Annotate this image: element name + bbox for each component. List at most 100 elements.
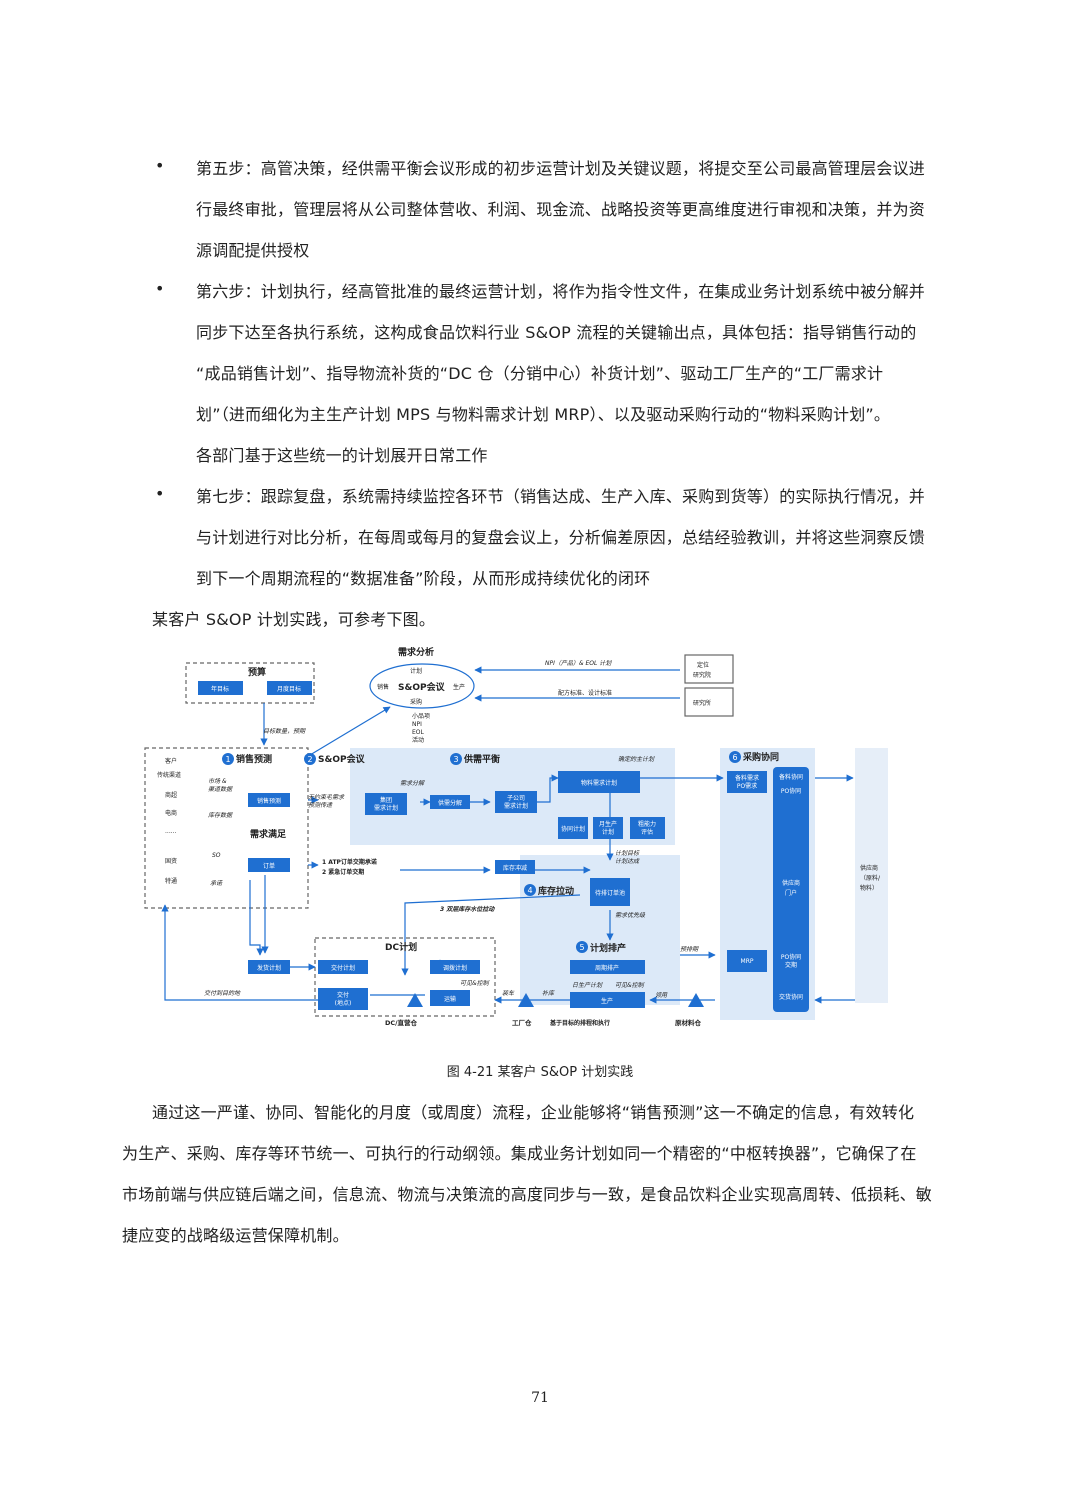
material-req-2: PO需求 <box>737 782 757 790</box>
monthly-prod-1: 月生产 <box>599 820 617 828</box>
customer-item-5: 国资 <box>165 857 177 865</box>
sop-bottom: 采购 <box>410 698 422 706</box>
inv-buffer-node <box>495 860 535 874</box>
stage-2-num: 2 <box>307 755 312 764</box>
delivery-place-1: 交付 <box>337 991 349 999</box>
three-level: 3 双层库存水位拉动 <box>440 905 495 913</box>
sales-forecast-text: 销售预测 <box>257 797 281 805</box>
transport-text: 运输 <box>444 995 456 1003</box>
dc-plan-box <box>314 937 496 1017</box>
supplier-3: 物料） <box>860 884 878 892</box>
delivery-place-node <box>318 988 368 1010</box>
delivery-collab: 交货协同 <box>779 993 803 1001</box>
stage-6-badge <box>729 751 741 763</box>
sales-forecast-node <box>248 793 290 807</box>
loading-label: 装车 <box>502 989 515 997</box>
dc-warehouse-icon <box>407 993 423 1007</box>
order-node <box>248 858 290 872</box>
inv-buffer-text: 库存冲减 <box>503 864 527 872</box>
raw-warehouse-label: 原材料仓 <box>675 1018 702 1027</box>
supplier-portal-2: 门户 <box>785 889 797 897</box>
collab-plan-text: 协同计划 <box>561 825 585 833</box>
figure-intro: 某客户 S&OP 计划实践，可参考下图。 <box>152 610 436 629</box>
production-text: 生产 <box>601 997 613 1005</box>
step6-line-1: 第六步：计划执行，经高管批准的最终运营计划，将作为指令性文件，在集成业务计划系统… <box>196 282 926 301</box>
sop-right: 生产 <box>453 683 465 691</box>
sop-bullet-2: NPI <box>412 721 422 728</box>
delivery-plan-text: 交付计划 <box>331 964 355 972</box>
customer-item-1: 传统渠道 <box>157 771 181 779</box>
step6-line-2: 同步下达至各执行系统，这构成食品饮料行业 S&OP 流程的关键输出点，具体包括：… <box>196 323 917 342</box>
closing-line-2: 为生产、采购、库存等环节统一、可执行的行动纲领。集成业务计划如同一个精密的“中枢… <box>122 1144 917 1163</box>
mrp-node <box>727 950 767 972</box>
stage-3-label: 供需平衡 <box>463 753 500 765</box>
sop-left: 销售 <box>377 683 389 691</box>
period-schedule-text: 周期排产 <box>595 964 619 972</box>
closing-line-1: 通过这一严谨、协同、智能化的月度（或周度）流程，企业能够将“销售预测”这一不确定… <box>152 1103 915 1122</box>
customer-item-3: 电商 <box>165 809 177 817</box>
stage-4-num: 4 <box>527 886 532 895</box>
based-on-goal: 基于目标的排程和执行 <box>549 1019 610 1027</box>
stage-1-badge <box>222 753 234 765</box>
closing-line-3: 市场前端与供应链后端之间，信息流、物流与决策流的高度同步与一致，是食品饮料企业实… <box>122 1185 933 1204</box>
monthly-target-box <box>267 681 312 695</box>
sub-demand-1: 子公司 <box>507 795 525 802</box>
stage-2-label: S&OP会议 <box>318 753 366 765</box>
issue-label: 领用 <box>655 991 668 999</box>
dispatch-plan-node <box>248 960 290 974</box>
supplier-2: （原料/ <box>860 874 881 882</box>
capacity-node <box>630 817 665 839</box>
factory-warehouse-icon <box>518 993 534 1007</box>
monthly-target: 月度目标 <box>277 685 301 693</box>
order-text: 订单 <box>263 862 275 870</box>
deliver-dest: 交付到目的地 <box>204 989 241 997</box>
step6-line-4: 划”（进而细化为主生产计划 MPS 与物料需求计划 MRP）、以及驱动采购行动的… <box>196 405 891 424</box>
capacity-2: 评估 <box>641 828 653 836</box>
unconstrained-2: 预测传递 <box>308 801 333 809</box>
dc-plan-title: DC计划 <box>385 941 417 953</box>
demand-satisfy: 需求满足 <box>250 828 287 840</box>
group-demand-2: 需求计划 <box>374 804 398 812</box>
customer-item-2: 商超 <box>165 791 177 799</box>
bullet-dot: • <box>155 484 165 503</box>
positioning-box <box>684 654 734 684</box>
replenish-label: 补库 <box>542 989 555 997</box>
sub-demand-node <box>495 791 537 813</box>
stage-1-label: 销售预测 <box>236 753 272 765</box>
supplier-portal-bar <box>773 767 809 1012</box>
demand-split: 需求分解 <box>400 779 425 787</box>
sub-demand-2: 需求计划 <box>504 802 528 810</box>
inventory-data: 库存数据 <box>208 811 233 819</box>
panel-supplier <box>855 748 888 1003</box>
bullet-dot: • <box>155 279 165 298</box>
stage-1-num: 1 <box>225 755 230 764</box>
factory-warehouse-label: 工厂仓 <box>512 1018 532 1027</box>
sop-top: 计划 <box>410 667 422 675</box>
customer-item-4: ...... <box>165 828 177 835</box>
demand-analysis: 需求分析 <box>398 646 434 658</box>
budget-note: 目标数量，预期 <box>263 727 306 735</box>
transport-node <box>430 990 470 1006</box>
atp-label: 1 ATP订单交期承诺 <box>322 858 377 866</box>
daily-plan: 日生产计划 <box>572 981 603 989</box>
supplier-1: 供应商 <box>860 864 878 872</box>
step7-line-1: 第七步：跟踪复盘，系统需持续监控各环节（销售达成、生产入库、采购到货等）的实际执… <box>196 487 926 506</box>
positioning-line-2: 研究院 <box>693 671 711 679</box>
stage-6-label: 采购协同 <box>742 751 779 763</box>
positioning-line-1: 定位 <box>697 661 709 669</box>
sop-process-diagram: 1 2 3 4 5 6 预算 需求分析 S&OP会议 销售预测 S&OP会议 供… <box>144 646 888 1027</box>
material-req-node <box>727 771 767 793</box>
so-label: SO <box>212 852 221 859</box>
stage-4-badge <box>524 884 536 896</box>
customer-item-6: 特通 <box>165 877 177 885</box>
material-req-1: 备料需求 <box>735 774 759 782</box>
stage-4-label: 库存拉动 <box>538 885 574 897</box>
stage-3-num: 3 <box>453 755 458 764</box>
stage-5-label: 计划排产 <box>590 942 626 954</box>
unconstrained-1: 无约束毛需求 <box>308 793 345 801</box>
sop-bullet-1: 小品项 <box>412 712 430 720</box>
po-delivery-2: 交期 <box>785 961 797 969</box>
sop-cloud <box>369 663 475 709</box>
dispatch-plan-text: 发货计划 <box>257 964 281 972</box>
step6-line-3: “成品销售计划”、指导物流补货的“DC 仓（分销中心）补货计划”、驱动工厂生产的… <box>196 364 884 383</box>
